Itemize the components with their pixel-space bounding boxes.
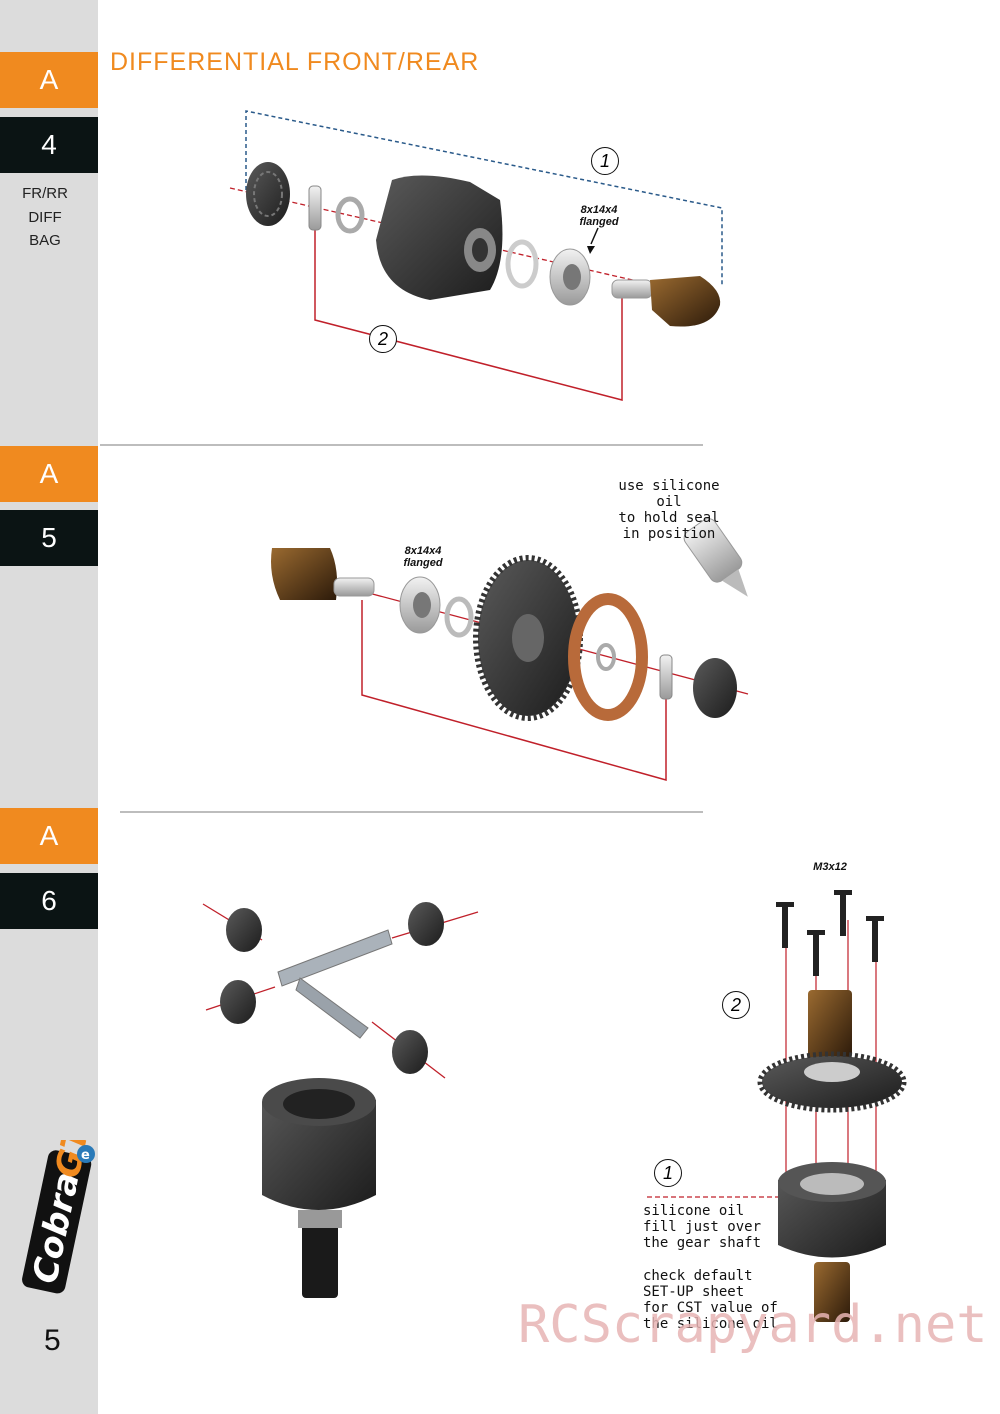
gasket-icon bbox=[568, 593, 648, 721]
diff-housing-icon bbox=[778, 1162, 886, 1322]
o-ring-icon bbox=[335, 196, 365, 234]
spider-gear-icon bbox=[226, 908, 262, 952]
a4-bearing-type: flanged bbox=[579, 216, 619, 228]
step-a6-number: 6 bbox=[0, 873, 98, 929]
screw-icon bbox=[866, 916, 884, 962]
page-number: 5 bbox=[44, 1324, 61, 1357]
a5-bearing-label: 8x14x4 flanged bbox=[398, 545, 448, 569]
a4-bearing-size: 8x14x4 bbox=[580, 204, 618, 216]
outdrive-cup-icon bbox=[650, 276, 721, 327]
pin-icon bbox=[308, 185, 322, 231]
a5-bearing-type: flanged bbox=[403, 557, 443, 569]
svg-text:e: e bbox=[81, 1148, 90, 1163]
step-a6-cross-shaft-diagram bbox=[202, 902, 479, 1298]
washer-icon bbox=[505, 239, 539, 289]
step-a4-diagram bbox=[229, 110, 723, 401]
bearing-icon bbox=[549, 248, 591, 306]
bag-label: FR/RR DIFF BAG bbox=[0, 182, 90, 253]
pinion-gear-icon bbox=[246, 162, 290, 226]
cobra-gte-logo-icon: Cobra GT e bbox=[22, 1140, 95, 1294]
a6-fill-note-line-2: fill just over bbox=[643, 1219, 762, 1235]
step-a5-letter: A bbox=[0, 446, 98, 502]
a5-oil-note-line-1: use silicone oil bbox=[618, 478, 720, 510]
spider-gear-icon bbox=[220, 980, 256, 1024]
screw-icon bbox=[834, 890, 852, 936]
pinion-gear-icon bbox=[693, 658, 737, 718]
bag-line-3: BAG bbox=[29, 232, 61, 249]
spider-gear-icon bbox=[408, 902, 444, 946]
spider-gear-icon bbox=[392, 1030, 428, 1074]
a6-fill-note-line-1: silicone oil bbox=[643, 1203, 745, 1219]
a6-setup-note-line-2: SET-UP sheet bbox=[643, 1284, 745, 1300]
a4-callout-1: 1 bbox=[591, 147, 619, 175]
step-a5-number: 5 bbox=[0, 510, 98, 566]
screw-icon bbox=[776, 902, 794, 948]
a6-setup-note: check default SET-UP sheet for CST value… bbox=[643, 1268, 803, 1332]
diff-housing-icon bbox=[262, 1078, 376, 1298]
a6-setup-note-line-1: check default bbox=[643, 1268, 753, 1284]
a6-fill-note: silicone oil fill just over the gear sha… bbox=[643, 1203, 793, 1251]
ring-gear-icon bbox=[473, 555, 583, 721]
shaft-icon bbox=[611, 279, 653, 299]
page-title: DIFFERENTIAL FRONT/REAR bbox=[110, 48, 480, 76]
a6-screw-label: M3x12 bbox=[813, 861, 847, 873]
a5-oil-note: use silicone oil to hold seal in positio… bbox=[606, 478, 732, 542]
step-a4-number: 4 bbox=[0, 117, 98, 173]
outdrive-cup-icon bbox=[271, 548, 375, 600]
diff-housing-icon bbox=[376, 175, 503, 300]
step-a6-letter: A bbox=[0, 808, 98, 864]
silicone-oil-bottle-icon bbox=[683, 518, 748, 597]
watermark: RCScrapyard.net bbox=[518, 1295, 988, 1355]
a6-fill-note-line-3: the gear shaft bbox=[643, 1235, 762, 1251]
a5-bearing-size: 8x14x4 bbox=[404, 545, 442, 557]
pin-icon bbox=[659, 654, 673, 700]
a4-callout-2: 2 bbox=[369, 325, 397, 353]
a5-oil-note-line-3: in position bbox=[622, 526, 716, 542]
a6-callout-1: 1 bbox=[654, 1159, 682, 1187]
washer-icon bbox=[444, 596, 474, 638]
a6-setup-note-line-3: for CST value of bbox=[643, 1300, 778, 1316]
section-divider bbox=[120, 811, 703, 813]
ring-gear-icon bbox=[757, 1051, 907, 1113]
a6-setup-note-line-4: the silicone oil bbox=[643, 1316, 778, 1332]
bearing-icon bbox=[399, 576, 441, 634]
section-divider bbox=[100, 444, 703, 446]
a4-bearing-label: 8x14x4 flanged bbox=[574, 204, 624, 228]
bag-line-2: DIFF bbox=[28, 208, 62, 226]
step-a5-diagram bbox=[271, 518, 749, 781]
screw-icon bbox=[807, 930, 825, 976]
outdrive-cup-icon bbox=[808, 990, 852, 1058]
a6-callout-2: 2 bbox=[722, 991, 750, 1019]
a5-oil-note-line-2: to hold seal bbox=[618, 510, 720, 526]
bag-line-1: FR/RR bbox=[22, 185, 68, 202]
step-a6-assembly-diagram bbox=[647, 890, 907, 1322]
step-a4-letter: A bbox=[0, 52, 98, 108]
